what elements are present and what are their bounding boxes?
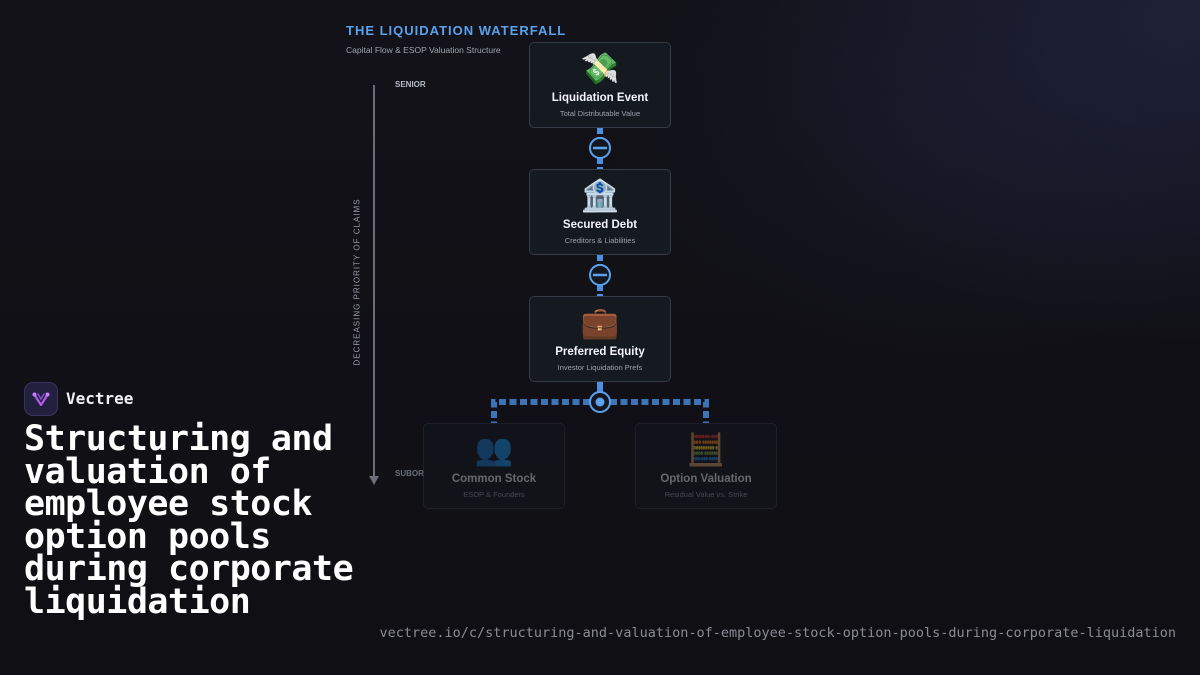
split-junction-icon xyxy=(589,391,611,413)
node-subtitle: Total Distributable Value xyxy=(559,109,641,118)
page-url[interactable]: vectree.io/c/structuring-and-valuation-o… xyxy=(379,625,1176,641)
node-title: Preferred Equity xyxy=(555,346,645,358)
node-option-valuation: 🧮 Option Valuation Residual Value vs. St… xyxy=(635,423,777,509)
node-secured-debt: 🏦 Secured Debt Creditors & Liabilities xyxy=(529,169,671,255)
node-title: Common Stock xyxy=(451,473,537,485)
node-subtitle: Investor Liquidation Prefs xyxy=(557,363,643,372)
node-title: Secured Debt xyxy=(562,219,638,231)
briefcase-icon: 💼 xyxy=(580,305,620,340)
node-preferred-equity: 💼 Preferred Equity Investor Liquidation … xyxy=(529,296,671,382)
node-title: Option Valuation xyxy=(660,473,752,485)
page-title: Structuring and valuation of employee st… xyxy=(24,419,354,622)
split-connector xyxy=(610,399,709,423)
tier-label-subordinate: SUBOR xyxy=(395,469,424,478)
node-subtitle: Creditors & Liabilities xyxy=(564,236,636,245)
diagram-subtitle: Capital Flow & ESOP Valuation Structure xyxy=(346,45,501,55)
node-subtitle: Residual Value vs. Strike xyxy=(664,490,748,499)
priority-axis-arrow-icon xyxy=(369,476,379,485)
node-common-stock: 👥 Common Stock ESOP & Founders xyxy=(423,423,565,509)
vectree-logo-icon xyxy=(24,382,58,416)
bank-icon: 🏦 xyxy=(580,178,620,213)
abacus-icon: 🧮 xyxy=(686,432,726,467)
split-connector xyxy=(491,399,590,423)
brand-name: Vectree xyxy=(66,389,134,408)
subtract-junction-icon xyxy=(589,137,611,159)
people-icon: 👥 xyxy=(474,432,514,467)
node-title: Liquidation Event xyxy=(551,92,649,104)
node-subtitle: ESOP & Founders xyxy=(463,490,525,499)
money-with-wings-icon: 💸 xyxy=(580,51,620,86)
diagram-title: THE LIQUIDATION WATERFALL xyxy=(346,23,567,38)
node-liquidation-event: 💸 Liquidation Event Total Distributable … xyxy=(529,42,671,128)
subtract-junction-icon xyxy=(589,264,611,286)
priority-axis-line xyxy=(373,85,375,477)
tier-label-senior: SENIOR xyxy=(395,80,426,89)
